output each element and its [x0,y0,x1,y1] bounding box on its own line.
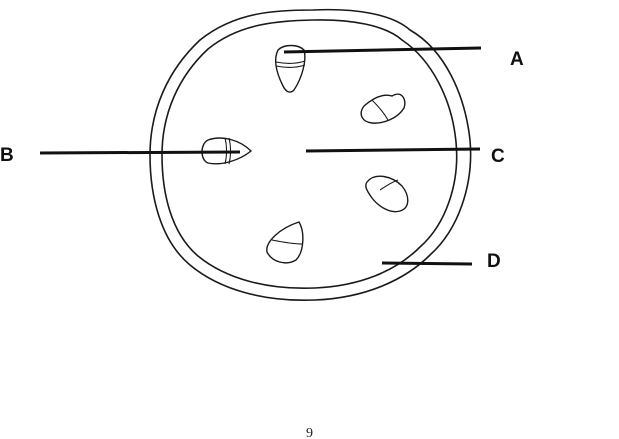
label-b-pointer [39,150,241,155]
label-c: C [491,146,505,167]
label-c-pointer [305,147,481,153]
page-number: 9 [306,426,313,439]
inner-cortex-outline [161,19,458,290]
vascular-bundle-lower-right [365,175,409,213]
label-d: D [487,251,501,272]
label-d-pointer [381,261,473,266]
vascular-bundle-bottom [266,221,304,264]
vascular-bundle-top [275,44,306,93]
outer-epidermis-outline [149,8,472,302]
label-b: B [0,145,14,166]
label-a: A [510,49,524,70]
label-a-pointer [283,46,482,54]
vascular-bundle-upper-right [360,93,406,124]
